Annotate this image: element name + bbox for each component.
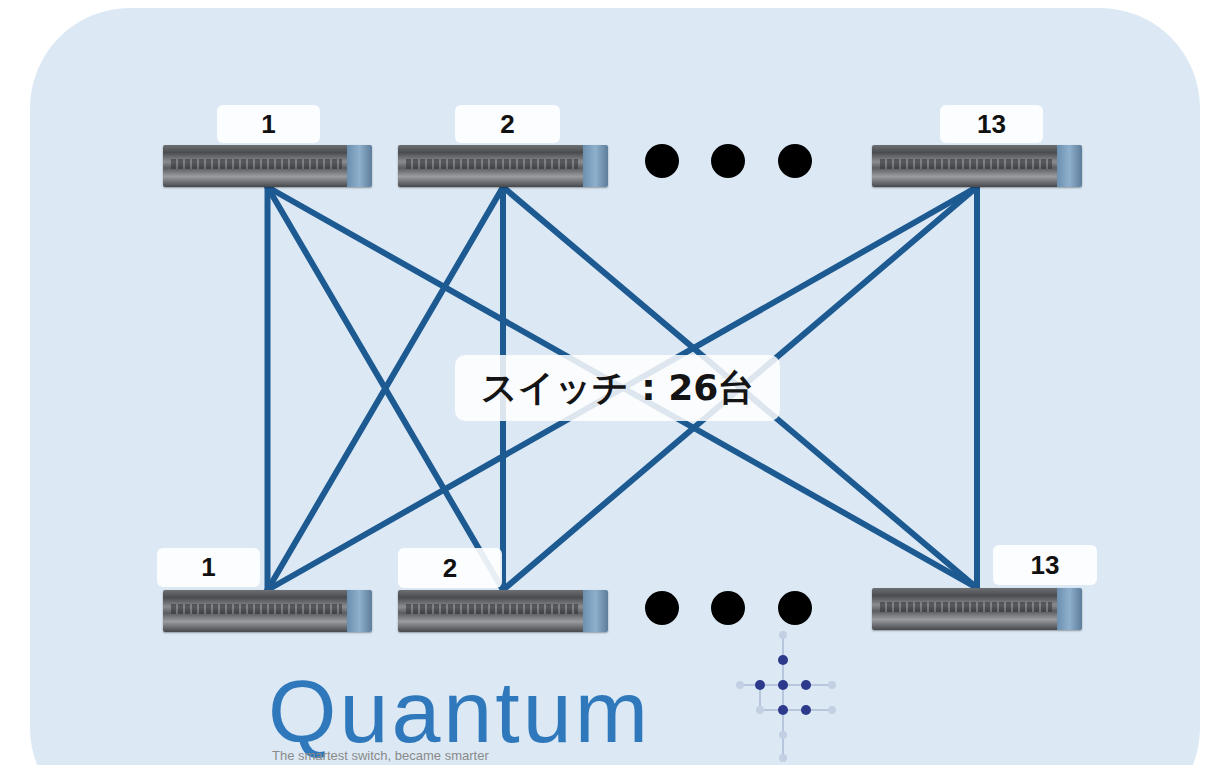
count-box: スイッチ : 26台 — [455, 355, 780, 421]
switch-number-tag: 1 — [157, 548, 260, 587]
network-switch: 2 — [398, 590, 608, 632]
network-switch: 2 — [398, 145, 608, 187]
cable-link — [974, 187, 980, 588]
switch-count: スイッチ : 26台 — [481, 364, 755, 413]
switch-number-tag: 2 — [398, 548, 502, 588]
switch-number: 13 — [977, 109, 1006, 140]
cable-link — [265, 187, 271, 590]
network-switch: 1 — [163, 145, 372, 187]
brand-logo-text: Quantum — [268, 668, 651, 756]
network-switch: 1 — [163, 590, 372, 632]
switch-number-tag: 13 — [993, 545, 1097, 585]
logo-mark — [736, 631, 836, 762]
switch-number: 1 — [201, 552, 215, 583]
region-panel — [30, 8, 1200, 765]
switch-number: 13 — [1031, 550, 1060, 581]
switch-number: 1 — [261, 109, 275, 140]
switch-number-tag: 2 — [455, 105, 560, 143]
switch-number-tag: 13 — [940, 105, 1043, 143]
switch-number-tag: 1 — [217, 105, 320, 143]
cable-link — [268, 187, 978, 590]
network-switch: 13 — [872, 145, 1082, 187]
network-switch: 13 — [872, 588, 1082, 630]
switch-number: 2 — [500, 109, 514, 140]
brand-tagline: The smartest switch, became smarter — [272, 749, 489, 762]
switch-number: 2 — [443, 553, 457, 584]
